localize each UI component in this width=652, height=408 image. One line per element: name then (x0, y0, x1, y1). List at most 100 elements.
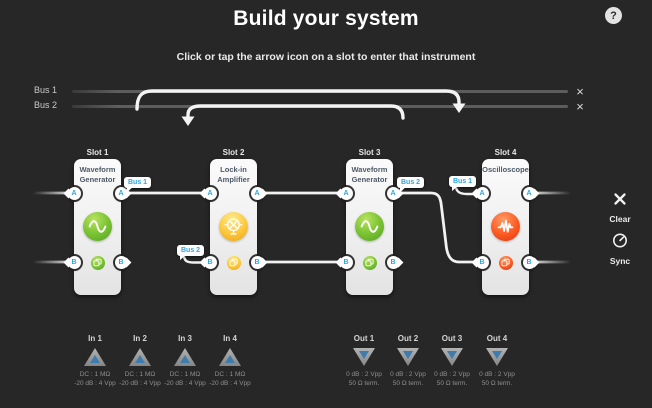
clear-label: Clear (609, 214, 631, 224)
oscilloscope-icon[interactable] (491, 212, 520, 241)
bus-tag-slot2-input-b[interactable]: Bus 2 (177, 245, 205, 260)
output-1-term-spec: 50 Ω term. (348, 380, 380, 387)
slot-4-instrument-name: Oscilloscope (482, 165, 529, 174)
input-arrow-icon (180, 355, 190, 363)
analog-input-1[interactable]: In 1 DC : 1 MΩ -20 dB : 4 Vpp (71, 333, 119, 388)
input-4-range-spec: -20 dB : 4 Vpp (209, 380, 251, 387)
output-triangle-icon[interactable] (441, 348, 463, 366)
waveform-burst-icon (497, 219, 514, 233)
waveform-generator-icon[interactable] (355, 212, 384, 241)
output-triangle-icon[interactable] (486, 348, 508, 366)
bus-tag-slot3-output-a[interactable]: Bus 2 (397, 177, 425, 192)
slot-4-output-b-port[interactable]: B (522, 255, 536, 269)
slot-2-label: Slot 2 (222, 148, 245, 157)
output-arrow-icon (447, 351, 457, 359)
input-4-label: In 4 (223, 334, 237, 343)
output-2-gain-spec: 0 dB : 2 Vpp (390, 371, 426, 378)
input-triangle-icon[interactable] (129, 348, 151, 366)
analog-output-3[interactable]: Out 3 0 dB : 2 Vpp 50 Ω term. (428, 333, 476, 388)
page-title: Build your system (233, 7, 419, 30)
input-2-range-spec: -20 dB : 4 Vpp (119, 380, 161, 387)
output-2-term-spec: 50 Ω term. (392, 380, 424, 387)
slot-2-input-b-port[interactable]: B (203, 255, 217, 269)
slot-3-duplicate-icon[interactable] (362, 255, 377, 270)
slot-2-output-a-port[interactable]: A (250, 186, 264, 200)
slot-4-card[interactable]: Oscilloscope A B A B (475, 159, 536, 295)
slot-1-output-a-port[interactable]: A (114, 186, 128, 200)
input-4-coupling-spec: DC : 1 MΩ (214, 371, 246, 378)
output-3-gain-spec: 0 dB : 2 Vpp (434, 371, 470, 378)
input-triangle-icon[interactable] (84, 348, 106, 366)
output-arrow-icon (359, 351, 369, 359)
input-3-range-spec: -20 dB : 4 Vpp (164, 380, 206, 387)
duplicate-icon (93, 258, 102, 267)
slot-2-input-a-port[interactable]: A (203, 186, 217, 200)
slot-3-output-a-port[interactable]: A (386, 186, 400, 200)
duplicate-icon (365, 258, 374, 267)
input-2-coupling-spec: DC : 1 MΩ (124, 371, 156, 378)
slot-4-label: Slot 4 (494, 148, 517, 157)
slot-1-input-a-port[interactable]: A (67, 186, 81, 200)
slot-4-input-b-port[interactable]: B (475, 255, 489, 269)
input-triangle-icon[interactable] (174, 348, 196, 366)
analog-output-2[interactable]: Out 2 0 dB : 2 Vpp 50 Ω term. (384, 333, 432, 388)
bus-1-close-icon[interactable]: × (576, 84, 584, 99)
input-1-label: In 1 (88, 334, 102, 343)
clear-button[interactable]: Clear (598, 192, 642, 224)
input-arrow-icon (225, 355, 235, 363)
help-button[interactable]: ? (605, 7, 622, 24)
analog-output-1[interactable]: Out 1 0 dB : 2 Vpp 50 Ω term. (340, 333, 388, 388)
output-1-gain-spec: 0 dB : 2 Vpp (346, 371, 382, 378)
analog-input-2[interactable]: In 2 DC : 1 MΩ -20 dB : 4 Vpp (116, 333, 164, 388)
duplicate-icon (501, 258, 510, 267)
sync-button[interactable]: Sync (598, 232, 642, 266)
slot-1-instrument-name: Waveform Generator (79, 165, 116, 184)
slot-4-input-a-port[interactable]: A (475, 186, 489, 200)
slot-1-output-b-port[interactable]: B (114, 255, 128, 269)
slot-3-instrument-name: Waveform Generator (351, 165, 388, 184)
slot-2-output-b-port[interactable]: B (250, 255, 264, 269)
waveform-generator-icon[interactable] (83, 212, 112, 241)
analog-input-4[interactable]: In 4 DC : 1 MΩ -20 dB : 4 Vpp (206, 333, 254, 388)
output-1-label: Out 1 (353, 334, 375, 343)
slot-1-card[interactable]: Waveform Generator A B A B (67, 159, 128, 295)
slot-2-duplicate-icon[interactable] (226, 255, 241, 270)
bus-2-label: Bus 2 (34, 100, 58, 110)
slot-1: Slot 1 Waveform Generator A B A B (67, 146, 128, 295)
input-3-label: In 3 (178, 334, 192, 343)
slot-3: Slot 3 Waveform Generator A B A B (339, 146, 400, 295)
bus-tag-slot1-output-a[interactable]: Bus 1 (124, 177, 152, 192)
lock-in-amplifier-icon[interactable] (219, 212, 248, 241)
output-triangle-icon[interactable] (353, 348, 375, 366)
slot-3-input-a-port[interactable]: A (339, 186, 353, 200)
bus-2-line (72, 104, 568, 108)
sync-label: Sync (609, 256, 631, 266)
analog-input-3[interactable]: In 3 DC : 1 MΩ -20 dB : 4 Vpp (161, 333, 209, 388)
sine-wave-icon (88, 220, 107, 233)
output-triangle-icon[interactable] (397, 348, 419, 366)
bus-2-close-icon[interactable]: × (576, 99, 584, 114)
input-2-label: In 2 (133, 334, 147, 343)
input-1-coupling-spec: DC : 1 MΩ (79, 371, 111, 378)
sync-clock-icon (612, 232, 628, 253)
input-arrow-icon (135, 355, 145, 363)
slot-3-card[interactable]: Waveform Generator A B A B (339, 159, 400, 295)
input-arrow-icon (90, 355, 100, 363)
mixer-icon (224, 218, 243, 235)
slot-3-input-b-port[interactable]: B (339, 255, 353, 269)
page-subtitle: Click or tap the arrow icon on a slot to… (176, 51, 476, 63)
bus-tag-slot4-input-a[interactable]: Bus 1 (449, 176, 477, 191)
slot-4-duplicate-icon[interactable] (498, 255, 513, 270)
slot-3-label: Slot 3 (358, 148, 381, 157)
slot-4-output-a-port[interactable]: A (522, 186, 536, 200)
output-arrow-icon (492, 351, 502, 359)
bus-1-line (72, 89, 568, 93)
slot-1-input-b-port[interactable]: B (67, 255, 81, 269)
analog-output-4[interactable]: Out 4 0 dB : 2 Vpp 50 Ω term. (473, 333, 521, 388)
input-triangle-icon[interactable] (219, 348, 241, 366)
slot-1-label: Slot 1 (86, 148, 109, 157)
slot-3-output-b-port[interactable]: B (386, 255, 400, 269)
slot-2-card[interactable]: Lock-in Amplifier A B A B (203, 159, 264, 295)
slot-1-duplicate-icon[interactable] (90, 255, 105, 270)
